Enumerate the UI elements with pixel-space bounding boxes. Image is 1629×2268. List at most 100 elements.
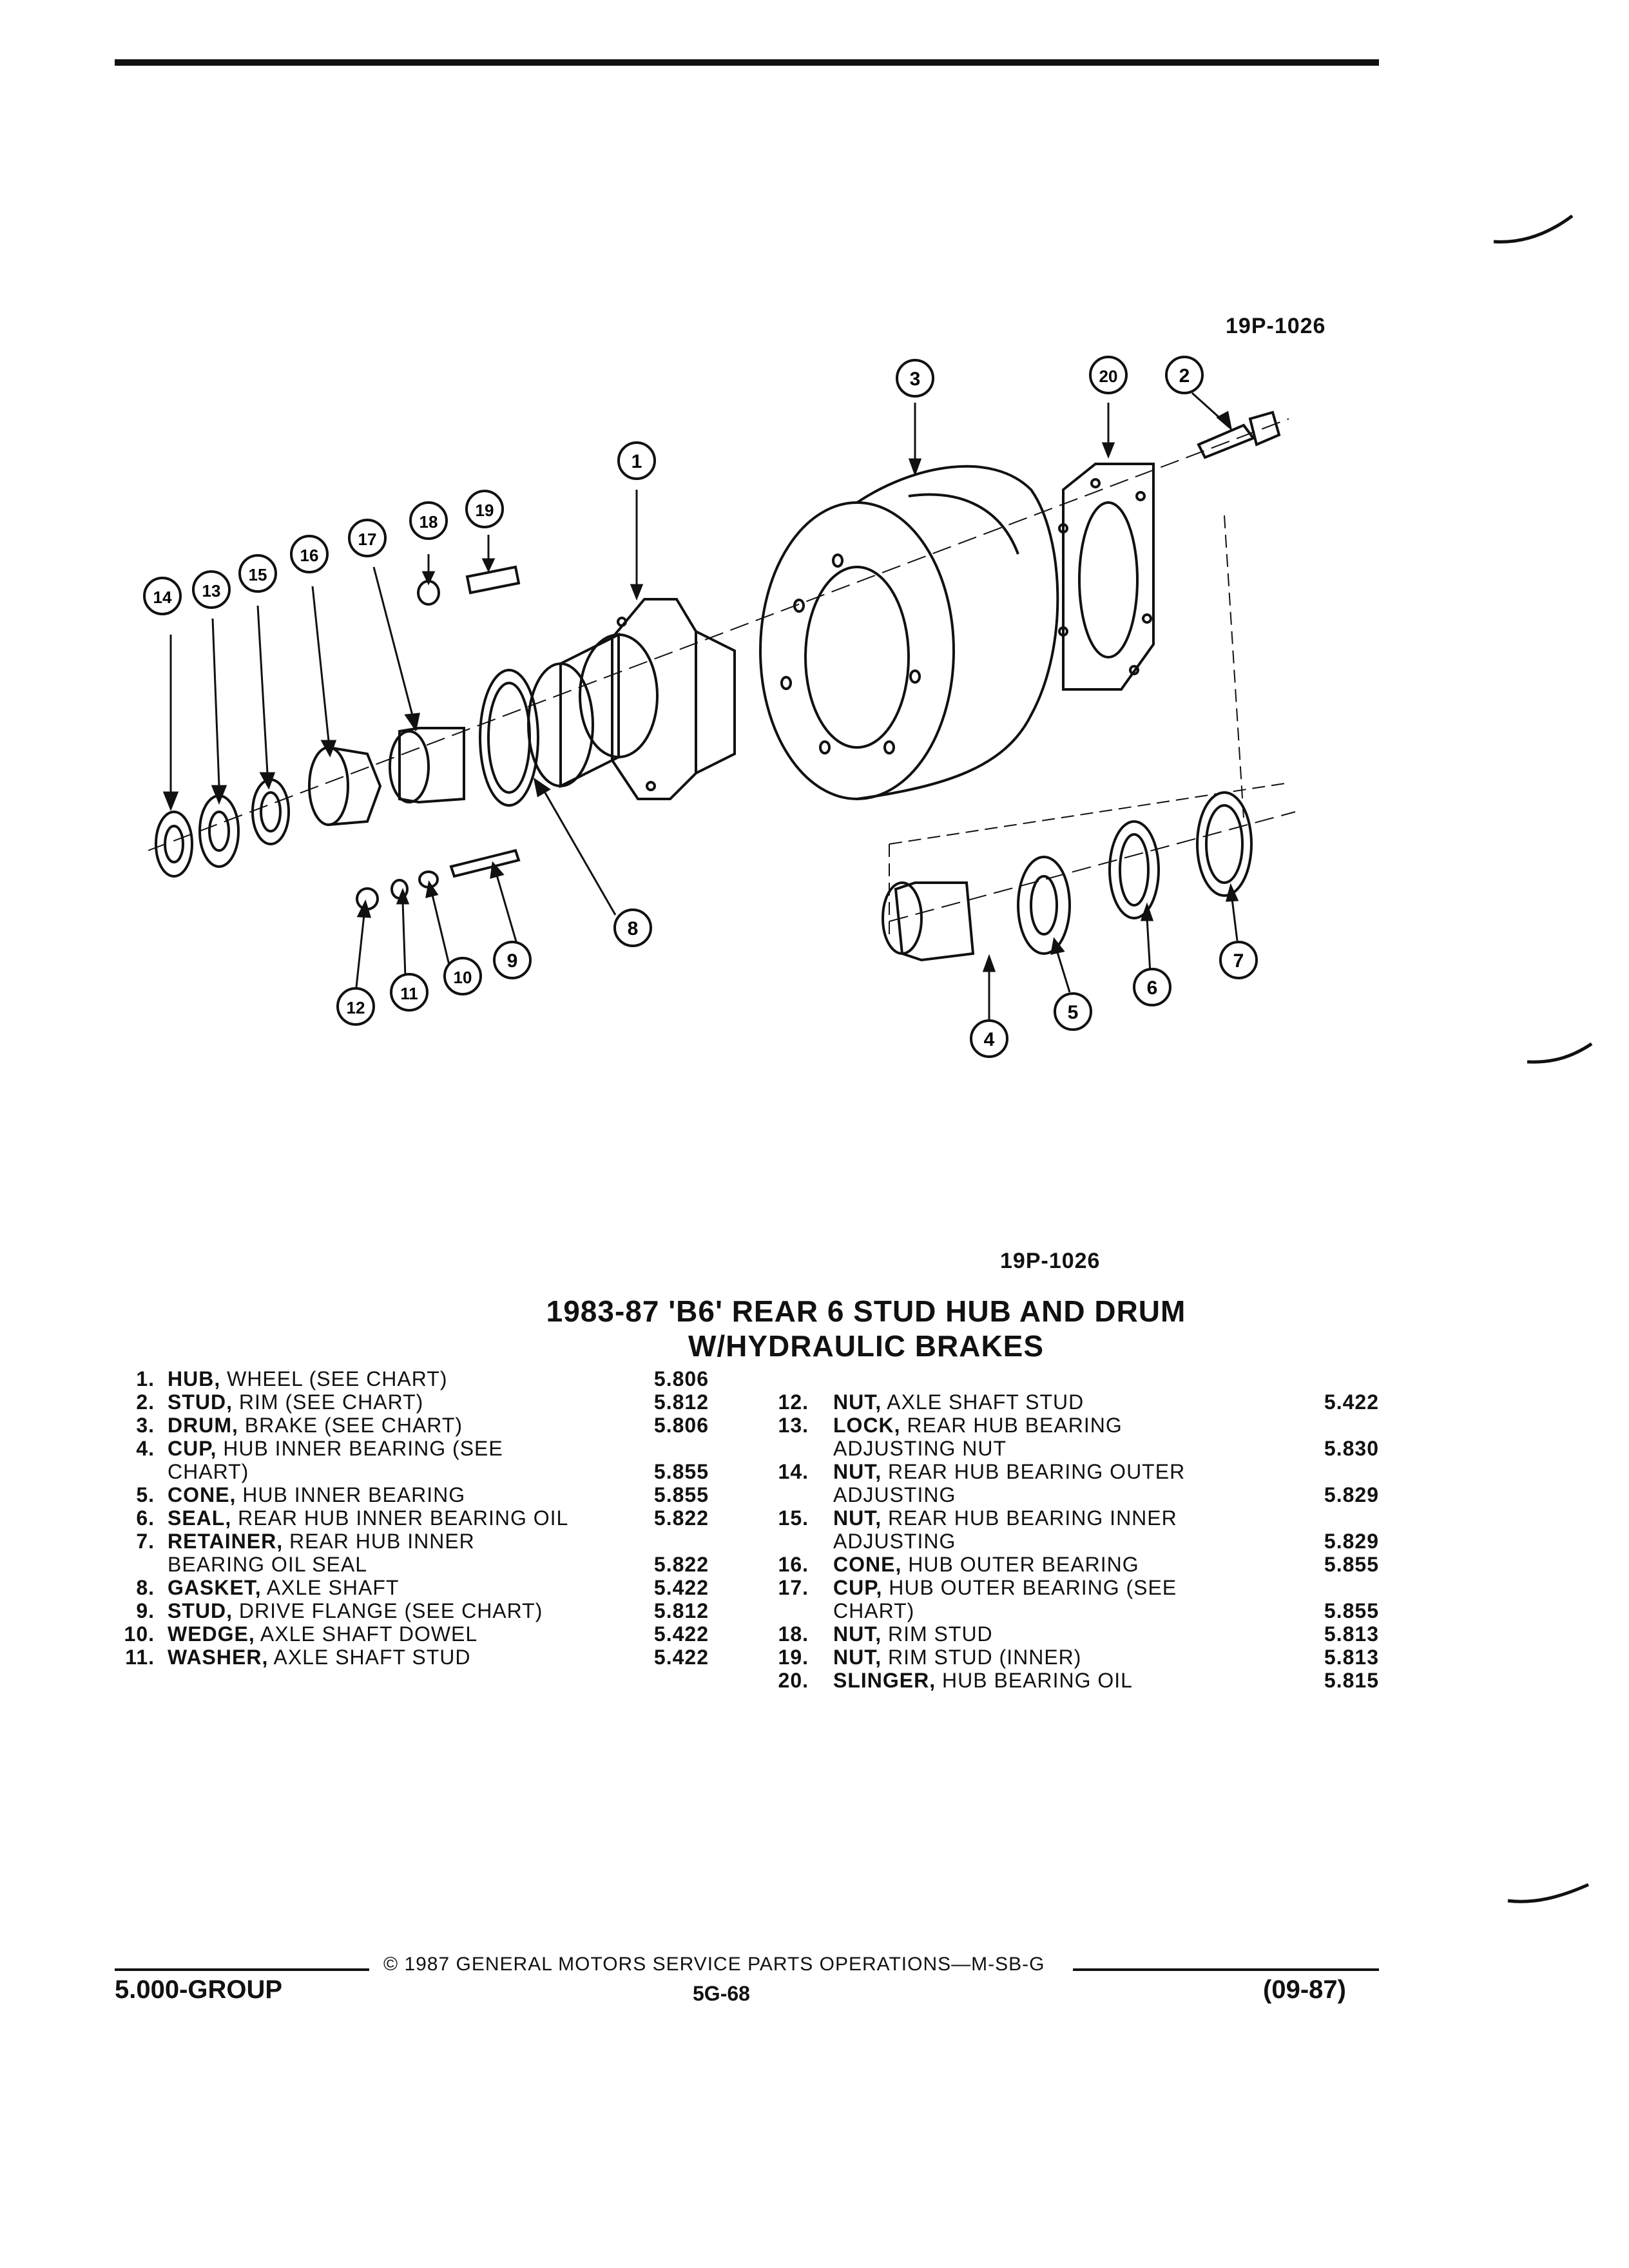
footer-group: 5.000-GROUP <box>115 1975 283 2004</box>
callout-19: 19 <box>465 490 504 528</box>
part-description: REAR HUB INNER BEARING OIL <box>231 1506 569 1530</box>
callout-14: 14 <box>143 577 182 615</box>
callout-11: 11 <box>390 973 429 1012</box>
callout-9: 9 <box>493 941 532 979</box>
outer-bearing-cup-part <box>389 727 465 804</box>
part-name: WEDGE, <box>168 1622 255 1646</box>
part-number: 6. <box>136 1506 155 1530</box>
svg-text:13: 13 <box>202 581 221 601</box>
part-group-code: 5.855 <box>1324 1599 1379 1622</box>
part-number: 12. <box>778 1390 809 1414</box>
part-group-code: 5.806 <box>653 1367 709 1390</box>
part-row: 3.DRUM, BRAKE (SEE CHART)5.806 <box>116 1414 709 1437</box>
svg-text:15: 15 <box>249 565 267 584</box>
callout-15: 15 <box>238 554 277 593</box>
top-rule <box>115 59 1379 66</box>
part-description: REAR HUB BEARING <box>900 1414 1123 1437</box>
part-group-code: 5.855 <box>653 1483 709 1506</box>
part-description: RIM STUD <box>882 1622 993 1646</box>
part-row: CHART)5.855 <box>757 1599 1379 1622</box>
part-description: AXLE SHAFT DOWEL <box>255 1622 478 1646</box>
part-name: LOCK, <box>833 1414 901 1437</box>
svg-text:14: 14 <box>153 588 172 607</box>
part-name: RETAINER, <box>168 1530 284 1553</box>
part-number: 16. <box>778 1553 809 1576</box>
figure-code-bottom: 19P-1026 <box>1000 1249 1101 1273</box>
part-number: 18. <box>778 1622 809 1646</box>
part-name: NUT, <box>833 1460 882 1483</box>
part-name: NUT, <box>833 1646 882 1669</box>
part-number: 10. <box>124 1622 155 1646</box>
callout-7: 7 <box>1219 941 1258 979</box>
part-number: 15. <box>778 1506 809 1530</box>
part-number: 1. <box>136 1367 155 1390</box>
axle-gasket-part <box>479 669 539 807</box>
part-number: 14. <box>778 1460 809 1483</box>
part-name: CUP, <box>833 1576 883 1599</box>
part-description: DRIVE FLANGE (SEE CHART) <box>233 1599 543 1622</box>
brake-drum-part <box>759 465 1059 800</box>
part-number: 3. <box>136 1414 155 1437</box>
callout-4: 4 <box>970 1019 1008 1058</box>
callout-5: 5 <box>1054 992 1092 1031</box>
part-group-code: 5.813 <box>1324 1622 1379 1646</box>
part-description: AXLE SHAFT STUD <box>882 1390 1084 1414</box>
part-group-code: 5.830 <box>1324 1437 1379 1460</box>
part-group-code: 5.806 <box>653 1414 709 1437</box>
svg-text:4: 4 <box>984 1029 995 1050</box>
part-group-code: 5.422 <box>653 1622 709 1646</box>
part-name: HUB, <box>168 1367 221 1390</box>
part-row: 10. WEDGE, AXLE SHAFT DOWEL 5.422 <box>116 1622 709 1646</box>
part-group-code: 5.815 <box>1324 1669 1379 1692</box>
footer-copyright: © 1987 GENERAL MOTORS SERVICE PARTS OPER… <box>383 1954 1045 1975</box>
axle-stud-hardware-parts <box>356 849 521 910</box>
svg-text:19: 19 <box>476 501 494 520</box>
part-number: 9. <box>136 1599 155 1622</box>
part-group-code: 5.829 <box>1324 1483 1379 1506</box>
footer-date: (09-87) <box>1263 1975 1346 2004</box>
part-number: 19. <box>778 1646 809 1669</box>
inner-bearing-parts <box>882 791 1253 962</box>
part-description: REAR HUB INNER <box>283 1530 475 1553</box>
part-description: HUB INNER BEARING <box>236 1483 466 1506</box>
part-number: 20. <box>778 1669 809 1692</box>
part-row: 17.CUP, HUB OUTER BEARING (SEE <box>757 1576 1379 1599</box>
part-description: HUB BEARING OIL <box>936 1669 1133 1692</box>
part-name: CUP, <box>168 1437 217 1460</box>
outer-bearing-cone-part <box>308 746 382 826</box>
part-name: STUD, <box>168 1390 233 1414</box>
part-group-code: 5.829 <box>1324 1530 1379 1553</box>
part-name: NUT, <box>833 1390 882 1414</box>
svg-text:1: 1 <box>631 451 642 472</box>
svg-text:7: 7 <box>1233 950 1244 972</box>
part-group-code: 5.812 <box>653 1599 709 1622</box>
part-row: 4.CUP, HUB INNER BEARING (SEE <box>116 1437 709 1460</box>
svg-text:3: 3 <box>910 369 921 390</box>
svg-text:20: 20 <box>1099 367 1118 386</box>
callout-17: 17 <box>348 519 387 557</box>
part-number: 11. <box>125 1646 155 1669</box>
footer-page-number: 5G-68 <box>693 1982 750 2005</box>
part-number: 5. <box>136 1483 155 1506</box>
part-description: RIM STUD (INNER) <box>882 1646 1082 1669</box>
part-description: HUB INNER BEARING (SEE <box>217 1437 503 1460</box>
part-row: 15.NUT, REAR HUB BEARING INNER <box>757 1506 1379 1530</box>
callout-20: 20 <box>1089 356 1128 394</box>
part-name: NUT, <box>833 1506 882 1530</box>
part-number: 2. <box>136 1390 155 1414</box>
wheel-hub-part <box>527 598 736 800</box>
svg-text:5: 5 <box>1068 1002 1079 1023</box>
svg-text:11: 11 <box>400 984 418 1003</box>
svg-text:18: 18 <box>419 512 438 532</box>
svg-text:17: 17 <box>358 530 377 549</box>
exploded-hub-diagram: 1 2 3 4 5 6 7 8 9 10 11 12 13 14 15 16 1… <box>143 214 1593 1064</box>
figure-code-top: 19P-1026 <box>1226 314 1326 338</box>
callout-16: 16 <box>290 535 329 573</box>
